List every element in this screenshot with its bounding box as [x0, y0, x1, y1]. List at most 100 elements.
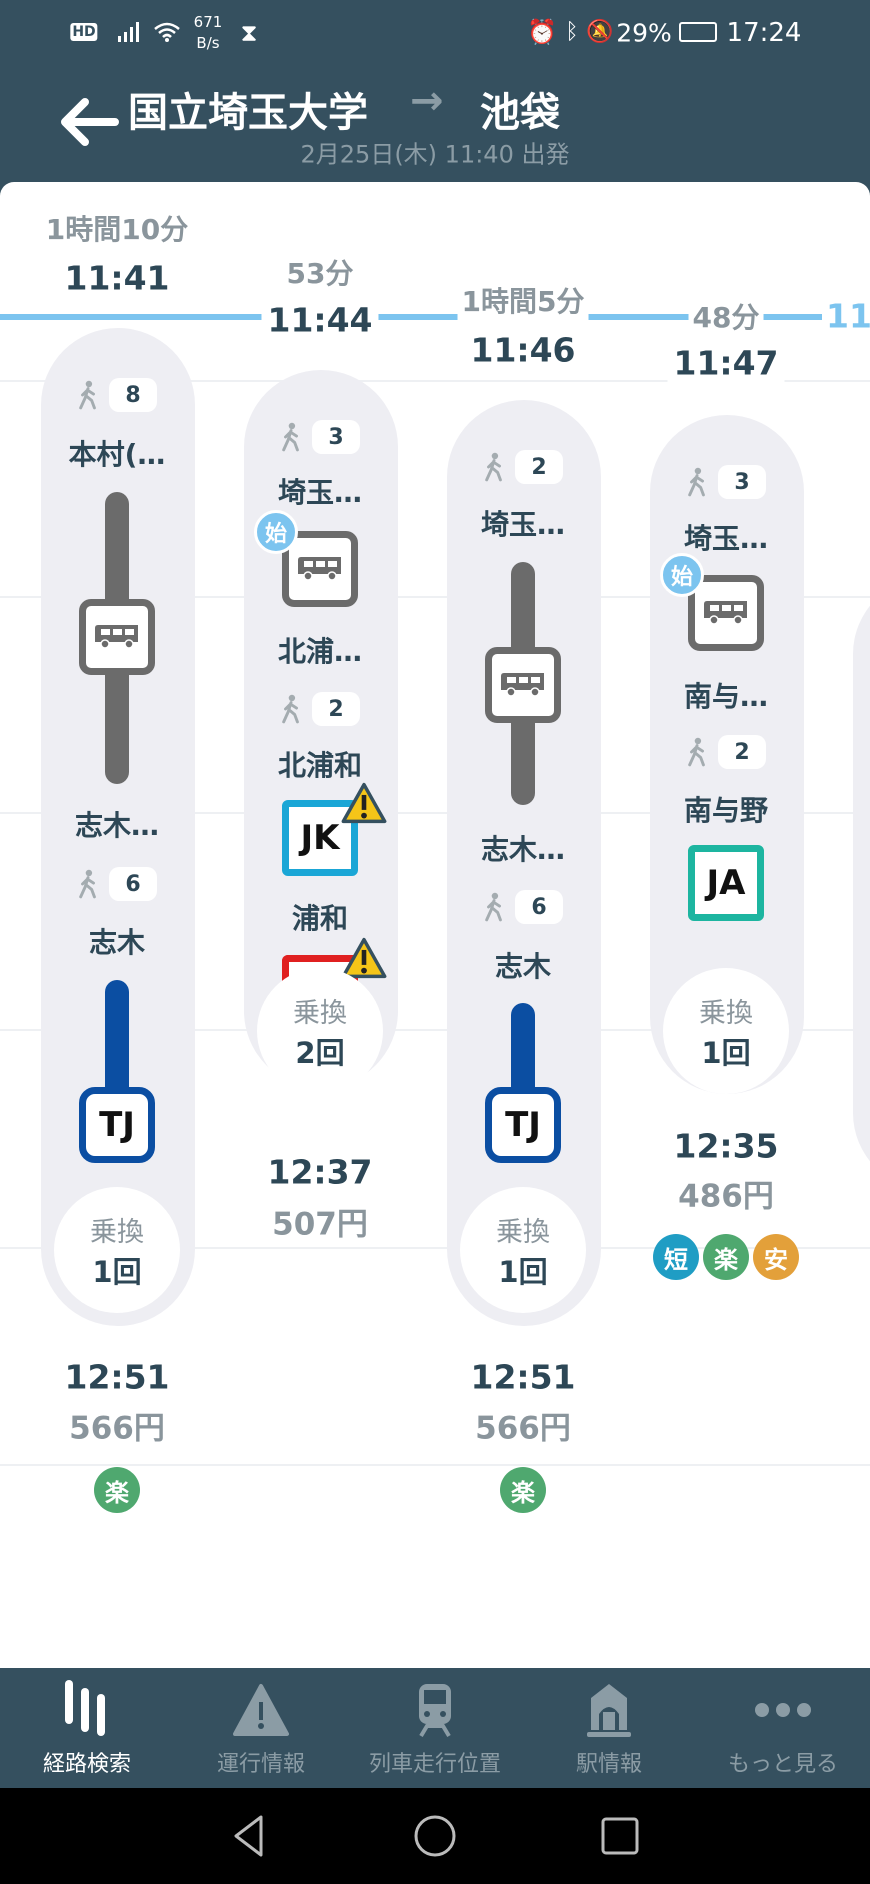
transfer-value: 2回 — [295, 1035, 345, 1070]
fare: 566円 — [69, 1410, 165, 1447]
nav-label: 運行情報 — [216, 1752, 305, 1777]
walk-minutes: 8 — [109, 378, 157, 412]
destination-station: 池袋 — [480, 90, 560, 136]
nav-route-search[interactable]: 経路検索 — [0, 1668, 174, 1788]
wifi-icon — [154, 22, 180, 42]
nav-station-info[interactable]: 駅情報 — [522, 1668, 696, 1788]
timeline-line — [0, 314, 830, 320]
net-speed: 671 — [193, 13, 223, 31]
route-depart-time: 11:41 — [58, 258, 176, 298]
alert-icon[interactable] — [341, 782, 387, 824]
walk-segment: 3 — [686, 465, 766, 499]
bus-icon — [79, 599, 155, 675]
back-icon[interactable] — [231, 1814, 267, 1858]
departure-datetime[interactable]: 2月25日(木) 11:40 出発 — [300, 140, 570, 169]
station-name: 南与野 — [683, 794, 769, 827]
arrival-time: 12:35 — [673, 1126, 779, 1166]
route-duration: 1時間5分 — [457, 280, 589, 320]
walk-icon — [280, 422, 302, 452]
bus-icon — [485, 647, 561, 723]
nav-label: もっと見る — [727, 1752, 838, 1777]
status-bar: HD 671 B/s ⧗ ⏰ ᛒ 🔕 29% 17:24 — [0, 0, 870, 64]
alarm-icon: ⏰ — [527, 18, 557, 46]
station-name: 南与… — [683, 680, 769, 713]
line-tj-icon: TJ — [79, 1087, 155, 1163]
walk-minutes: 2 — [718, 735, 766, 769]
station-name: 志木 — [494, 950, 552, 983]
bottom-nav: 経路検索 運行情報 列車走行位置 駅情報 もっと見る — [0, 1668, 870, 1788]
transfer-value: 1回 — [498, 1254, 548, 1289]
mute-icon: 🔕 — [586, 19, 614, 45]
station-name: 埼玉… — [277, 476, 363, 509]
transfer-value: 1回 — [701, 1035, 751, 1070]
walk-minutes: 2 — [312, 692, 360, 726]
transfer-label: 乗換 — [699, 997, 753, 1029]
walk-segment: 2 — [483, 450, 563, 484]
train-icon — [419, 1684, 451, 1738]
walk-icon — [77, 869, 99, 899]
hourglass-icon: ⧗ — [240, 19, 258, 47]
transfer-value: 1回 — [92, 1254, 142, 1289]
walk-icon — [686, 737, 708, 767]
nav-train-position[interactable]: 列車走行位置 — [348, 1668, 522, 1788]
warning-icon — [233, 1684, 289, 1736]
route-duration: 1時間10分 — [45, 213, 189, 246]
grid-line — [0, 596, 870, 598]
route-search-icon — [65, 1680, 105, 1736]
route-card-5[interactable] — [853, 577, 870, 1190]
station-name: 志木 — [88, 926, 146, 959]
transfer-label: 乗換 — [90, 1216, 144, 1248]
line-tj-icon: TJ — [485, 1087, 561, 1163]
nav-label: 経路検索 — [42, 1752, 131, 1777]
nav-label: 列車走行位置 — [368, 1752, 501, 1777]
grid-line — [0, 1029, 870, 1031]
station-name: 埼玉… — [683, 522, 769, 555]
station-name: 志木… — [480, 833, 566, 866]
walk-icon — [686, 467, 708, 497]
recents-icon[interactable] — [600, 1816, 640, 1856]
route-duration: 48分 — [688, 296, 764, 336]
origin-station: 国立埼玉大学 — [128, 90, 368, 136]
route-duration: 53分 — [286, 257, 354, 290]
nav-more[interactable]: もっと見る — [696, 1668, 870, 1788]
walk-icon — [280, 694, 302, 724]
tag-easy: 楽 — [500, 1467, 546, 1513]
first-stop-badge: 始 — [254, 510, 298, 554]
walk-icon — [77, 380, 99, 410]
tag-cheapest: 安 — [753, 1234, 799, 1280]
transfer-count: 乗換 2回 — [257, 968, 383, 1094]
battery-percent: 29% — [616, 18, 672, 48]
station-name: 浦和 — [291, 902, 349, 935]
station-name: 北浦和 — [277, 749, 363, 782]
arrival-time: 12:51 — [64, 1357, 170, 1397]
transfer-label: 乗換 — [293, 997, 347, 1029]
station-name: 北浦… — [277, 635, 363, 668]
nav-label: 駅情報 — [575, 1752, 642, 1777]
grid-line — [0, 812, 870, 814]
station-icon — [587, 1684, 631, 1737]
home-icon[interactable] — [413, 1814, 457, 1858]
walk-segment: 8 — [77, 378, 157, 412]
walk-segment: 6 — [483, 890, 563, 924]
more-icon — [755, 1703, 811, 1717]
net-unit: B/s — [196, 34, 220, 52]
fare: 507円 — [272, 1206, 368, 1243]
alert-icon[interactable] — [341, 937, 387, 979]
clock: 17:24 — [726, 18, 802, 48]
station-name: 志木… — [74, 809, 160, 842]
walk-icon — [483, 452, 505, 482]
tag-easy: 楽 — [703, 1234, 749, 1280]
next-route-depart: 11:40 — [822, 296, 870, 336]
route-card-3[interactable] — [447, 400, 601, 1326]
signal-icon — [118, 22, 139, 42]
back-arrow-icon[interactable] — [57, 96, 119, 148]
bluetooth-icon: ᛒ — [565, 19, 579, 45]
nav-service-info[interactable]: 運行情報 — [174, 1668, 348, 1788]
walk-minutes: 3 — [312, 420, 360, 454]
battery-icon — [679, 22, 717, 42]
header: 国立埼玉大学 → 池袋 2月25日(木) 11:40 出発 — [0, 64, 870, 182]
walk-segment: 2 — [686, 735, 766, 769]
transfer-count: 乗換 1回 — [54, 1187, 180, 1313]
grid-line — [0, 1247, 870, 1249]
